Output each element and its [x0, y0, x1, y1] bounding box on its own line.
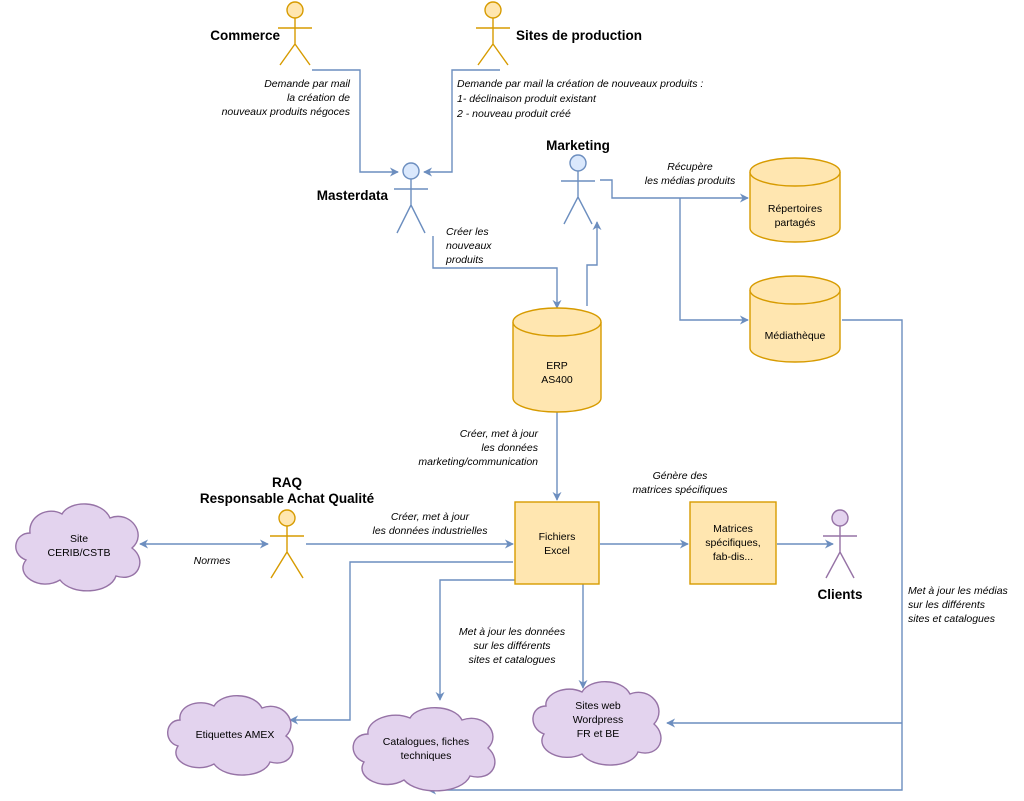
edge-label-creer-produits: Créer les nouveaux produits: [445, 226, 492, 266]
actor-masterdata-label: Masterdata: [317, 188, 389, 203]
edge-label-industrial-update: Créer, met à jour les données industriel…: [373, 511, 489, 537]
update-medias-line2: sur les différents: [908, 599, 986, 611]
cloud-catalogues: Catalogues, fiches techniques: [352, 707, 496, 792]
industrial-update-line1: Créer, met à jour: [391, 511, 470, 523]
stick-figure-icon: [270, 509, 304, 579]
stick-figure-icon: [476, 1, 510, 66]
edge-erp-to-marketing: [586, 221, 602, 306]
edge-marketing-to-mediatheque: [679, 198, 749, 325]
edge-label-commerce-demand: Demande par mail la création de nouveaux…: [222, 78, 351, 118]
stick-figure-icon: [561, 154, 595, 225]
stick-figure-icon: [278, 1, 312, 66]
actor-marketing: Marketing: [546, 138, 610, 225]
update-medias-line1: Met à jour les médias: [908, 585, 1009, 597]
stick-figure-icon: [394, 162, 428, 234]
matrices-label-line1: Matrices: [713, 523, 753, 535]
matrices-label-line3: fab-dis...: [713, 551, 753, 563]
database-mediatheque: Médiathèque: [749, 275, 841, 363]
edge-excel-to-catalogues: [435, 579, 517, 701]
edge-excel-to-etiquettes: [289, 561, 513, 725]
excel-label-line2: Excel: [544, 545, 570, 557]
marketing-update-line2: les données: [481, 442, 538, 454]
sites-web-label-line1: Sites web: [575, 700, 621, 712]
actor-commerce: Commerce: [210, 1, 312, 66]
cerib-label-line1: Site: [70, 533, 88, 545]
excel-label-line1: Fichiers: [539, 531, 576, 543]
cerib-label-line2: CERIB/CSTB: [47, 547, 110, 559]
actor-clients-label: Clients: [817, 587, 862, 602]
edge-label-genere: Génère des matrices spécifiques: [632, 470, 728, 496]
edge-label-production-demand: Demande par mail la création de nouveaux…: [456, 78, 703, 120]
edge-label-marketing-update: Créer, met à jour les données marketing/…: [418, 428, 538, 468]
database-repertoires-partages: Répertoires partagés: [749, 157, 841, 243]
edge-production-to-masterdata: [423, 69, 500, 177]
update-sites-line1: Met à jour les données: [459, 626, 566, 638]
repertoires-label-line2: partagés: [775, 217, 816, 229]
sites-web-label-line3: FR et BE: [577, 728, 620, 740]
catalogues-label-line2: techniques: [401, 750, 452, 762]
actor-commerce-label: Commerce: [210, 28, 280, 43]
creer-produits-line1: Créer les: [446, 226, 489, 238]
box-fichiers-excel: Fichiers Excel: [514, 501, 600, 585]
actor-marketing-label: Marketing: [546, 138, 610, 153]
creer-produits-line3: produits: [445, 254, 484, 266]
commerce-demand-line2: la création de: [287, 92, 350, 104]
mediatheque-label: Médiathèque: [765, 330, 826, 342]
edge-masterdata-to-erp: [432, 236, 562, 309]
box-matrices: Matrices spécifiques, fab-dis...: [689, 501, 777, 585]
repertoires-label-line1: Répertoires: [768, 203, 822, 215]
matrices-label-line2: spécifiques,: [705, 537, 760, 549]
update-medias-line3: sites et catalogues: [908, 613, 996, 625]
recupere-line1: Récupère: [667, 161, 713, 173]
etiquettes-label: Etiquettes AMEX: [196, 729, 275, 741]
industrial-update-line2: les données industrielles: [373, 525, 489, 537]
cloud-etiquettes-amex: Etiquettes AMEX: [167, 695, 294, 776]
cloud-site-cerib: Site CERIB/CSTB: [15, 503, 141, 592]
marketing-update-line3: marketing/communication: [418, 456, 538, 468]
actor-raq-label-line2: Responsable Achat Qualité: [200, 491, 375, 506]
commerce-demand-line1: Demande par mail: [264, 78, 350, 90]
actor-clients: Clients: [817, 509, 863, 602]
sites-web-label-line2: Wordpress: [573, 714, 624, 726]
edge-label-update-medias: Met à jour les médias sur les différents…: [908, 585, 1009, 625]
cloud-sites-web: Sites web Wordpress FR et BE: [532, 681, 662, 766]
genere-line1: Génère des: [653, 470, 709, 482]
genere-line2: matrices spécifiques: [632, 484, 728, 496]
recupere-line2: les médias produits: [645, 175, 736, 187]
actor-sites-production-label: Sites de production: [516, 28, 642, 43]
production-demand-line1: Demande par mail la création de nouveaux…: [457, 78, 703, 90]
edge-label-update-sites: Met à jour les données sur les différent…: [459, 626, 566, 666]
creer-produits-line2: nouveaux: [446, 240, 492, 252]
edge-commerce-to-masterdata: [312, 69, 399, 177]
erp-label-line2: AS400: [541, 374, 573, 386]
actor-masterdata: Masterdata: [317, 162, 428, 234]
update-sites-line2: sur les différents: [473, 640, 551, 652]
edge-label-normes: Normes: [194, 555, 232, 567]
production-demand-line2: 1- déclinaison produit existant: [457, 93, 597, 105]
commerce-demand-line3: nouveaux produits négoces: [222, 106, 351, 118]
erp-label-line1: ERP: [546, 360, 568, 372]
marketing-update-line1: Créer, met à jour: [460, 428, 539, 440]
actor-raq-label-line1: RAQ: [272, 475, 302, 490]
update-sites-line3: sites et catalogues: [469, 654, 557, 666]
stick-figure-icon: [823, 509, 857, 579]
edge-mediatheque-out: [427, 319, 903, 795]
database-erp-as400: ERP AS400: [512, 307, 602, 413]
catalogues-label-line1: Catalogues, fiches: [383, 736, 469, 748]
production-demand-line3: 2 - nouveau produit créé: [456, 108, 571, 120]
edge-label-recupere: Récupère les médias produits: [645, 161, 736, 187]
actor-sites-production: Sites de production: [476, 1, 642, 66]
actor-raq: RAQ Responsable Achat Qualité: [200, 475, 375, 579]
